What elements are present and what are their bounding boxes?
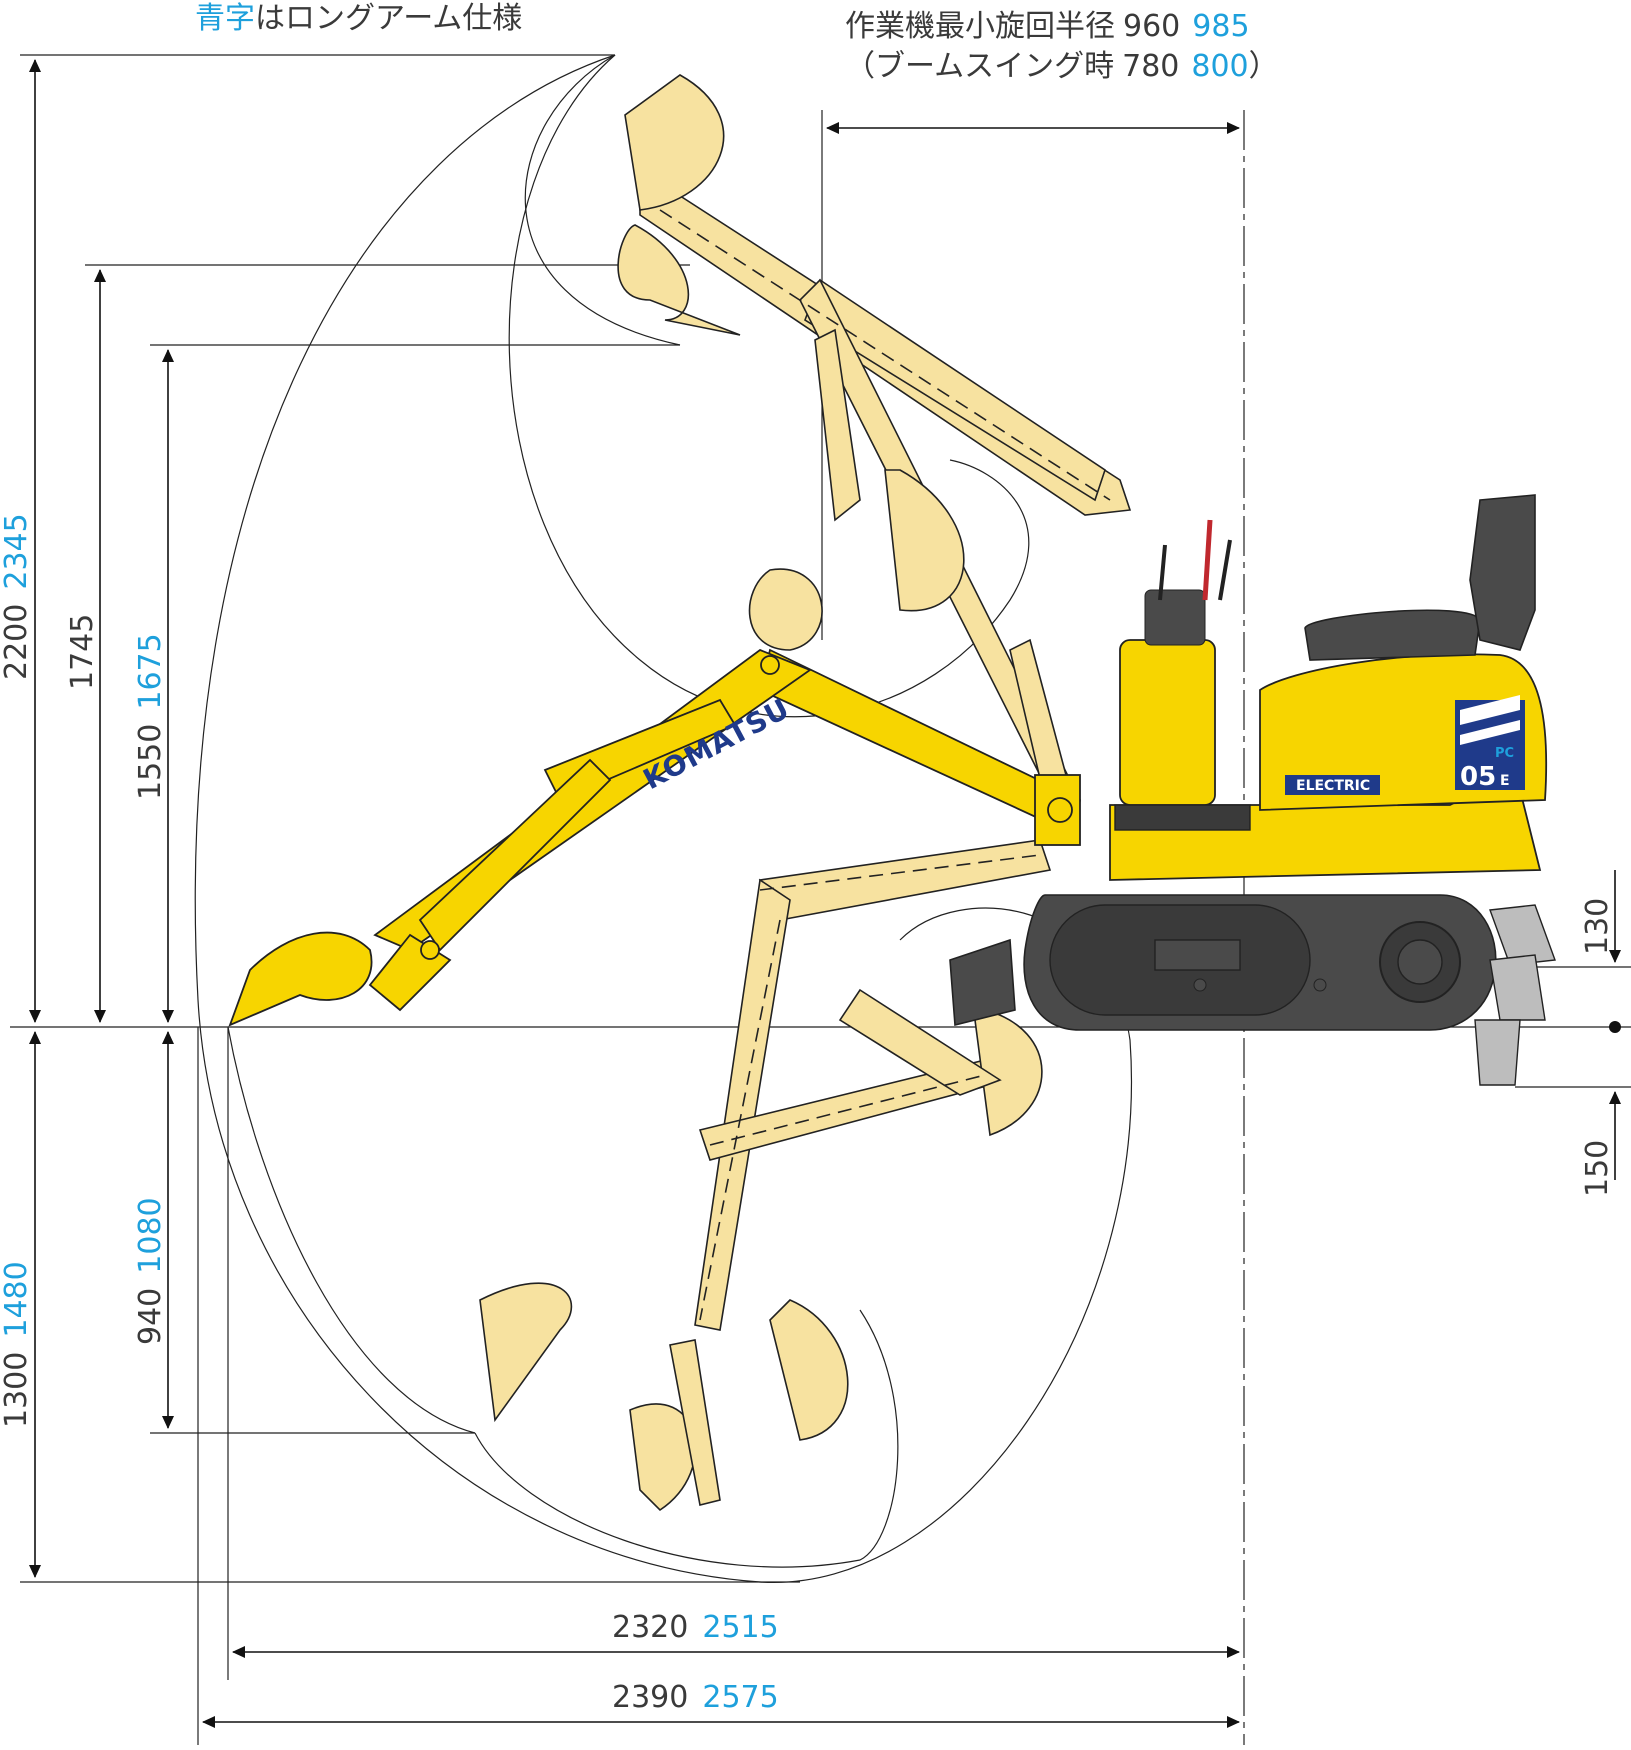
electric-badge — [1285, 775, 1380, 795]
electric-badge-label: ELECTRIC — [1296, 778, 1370, 794]
max-height-value: 22002345 — [0, 513, 34, 680]
arm-pin — [760, 655, 780, 675]
model-pc: PC — [1495, 746, 1514, 761]
upper-structure: PC 05 E ELECTRIC — [1109, 494, 1548, 881]
bucket-pin — [420, 940, 440, 960]
dump-height-value: 1745 — [65, 614, 100, 690]
control-console — [1119, 639, 1216, 806]
dig-depth-value: 13001480 — [0, 1261, 34, 1428]
undercarriage — [949, 894, 1556, 1086]
model-number: 05 — [1460, 762, 1496, 792]
boom-pin — [1047, 797, 1073, 823]
wall-depth-value: 9401080 — [133, 1197, 168, 1345]
ground-datum-dot — [1609, 1021, 1621, 1033]
dump-height2-value: 15501675 — [133, 633, 168, 800]
long-arm-note: 青字はロングアーム仕様 — [195, 1, 522, 36]
ghost-arm-positions — [479, 74, 1132, 1512]
model-suffix: E — [1500, 773, 1510, 789]
blade-lift-value: 130 — [1580, 898, 1615, 955]
blade-drop-value: 150 — [1580, 1140, 1615, 1197]
